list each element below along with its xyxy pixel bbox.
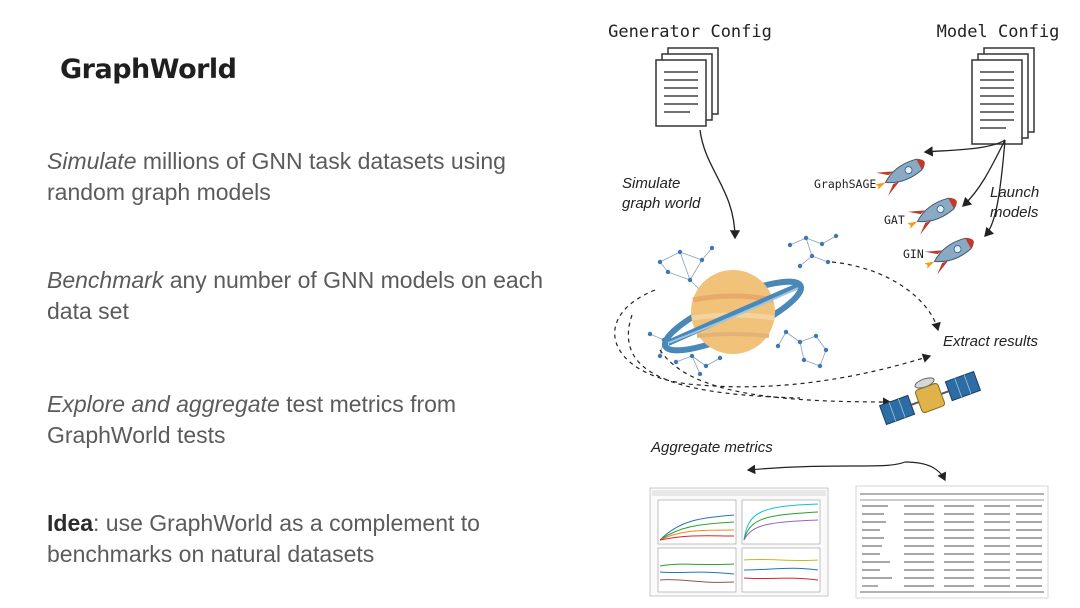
simulate-label-line2: graph world: [622, 195, 701, 212]
graph-network-icon-left: [657, 245, 715, 293]
satellite-icon: [878, 370, 982, 426]
graph-network-icon-top: [787, 233, 839, 269]
aggregate-arrow-left: [746, 461, 906, 475]
aggregate-metrics-label: Aggregate metrics: [650, 439, 773, 456]
generator-config-label: Generator Config: [608, 22, 772, 42]
bullet-idea-text: : use GraphWorld as a complement to benc…: [47, 510, 480, 567]
results-table-icon: [855, 485, 1049, 599]
graph-network-icon-right: [775, 329, 829, 369]
bullet-simulate-emph: Simulate: [47, 148, 137, 174]
rocket-icon-gat: [907, 197, 957, 235]
dashed-flow-lines: [614, 261, 941, 407]
rocket-icon-graphsage: [875, 158, 925, 196]
graph-network-icon-bottom: [647, 331, 723, 377]
launch-arrows: [923, 139, 1006, 237]
model-label-gat: GAT: [884, 213, 905, 227]
model-config-label: Model Config: [937, 22, 1060, 42]
bullet-idea: Idea: use GraphWorld as a complement to …: [47, 508, 567, 570]
launch-label-line2: models: [990, 204, 1039, 221]
model-label-gin: GIN: [903, 247, 924, 261]
bullet-benchmark-text: any number of GNN models on each data se…: [47, 267, 544, 324]
model-label-graphsage: GraphSAGE: [814, 177, 876, 191]
rocket-icon-gin: [924, 237, 974, 275]
bullet-simulate: Simulate millions of GNN task datasets u…: [47, 146, 567, 208]
aggregate-arrow-right: [904, 461, 947, 482]
bullet-benchmark-emph: Benchmark: [47, 267, 164, 293]
bullet-explore: Explore and aggregate test metrics from …: [47, 389, 567, 451]
generator-document-stack-icon: [655, 47, 719, 127]
simulate-arrow: [699, 129, 741, 240]
bullet-idea-strong: Idea: [47, 510, 94, 536]
bullet-benchmark: Benchmark any number of GNN models on ea…: [47, 265, 567, 327]
launch-label-line1: Launch: [990, 184, 1039, 201]
bullet-explore-text: test metrics from GraphWorld tests: [47, 391, 457, 448]
bullet-simulate-text: millions of GNN task datasets using rand…: [47, 148, 506, 205]
slide-title: GraphWorld: [60, 54, 237, 85]
bullet-explore-emph: Explore and aggregate: [47, 391, 280, 417]
planet-icon: [662, 270, 804, 354]
simulate-label-line1: Simulate: [622, 175, 680, 192]
extract-results-label: Extract results: [943, 333, 1039, 350]
chart-grid-icon: [649, 487, 829, 597]
model-document-stack-icon: [971, 47, 1035, 145]
